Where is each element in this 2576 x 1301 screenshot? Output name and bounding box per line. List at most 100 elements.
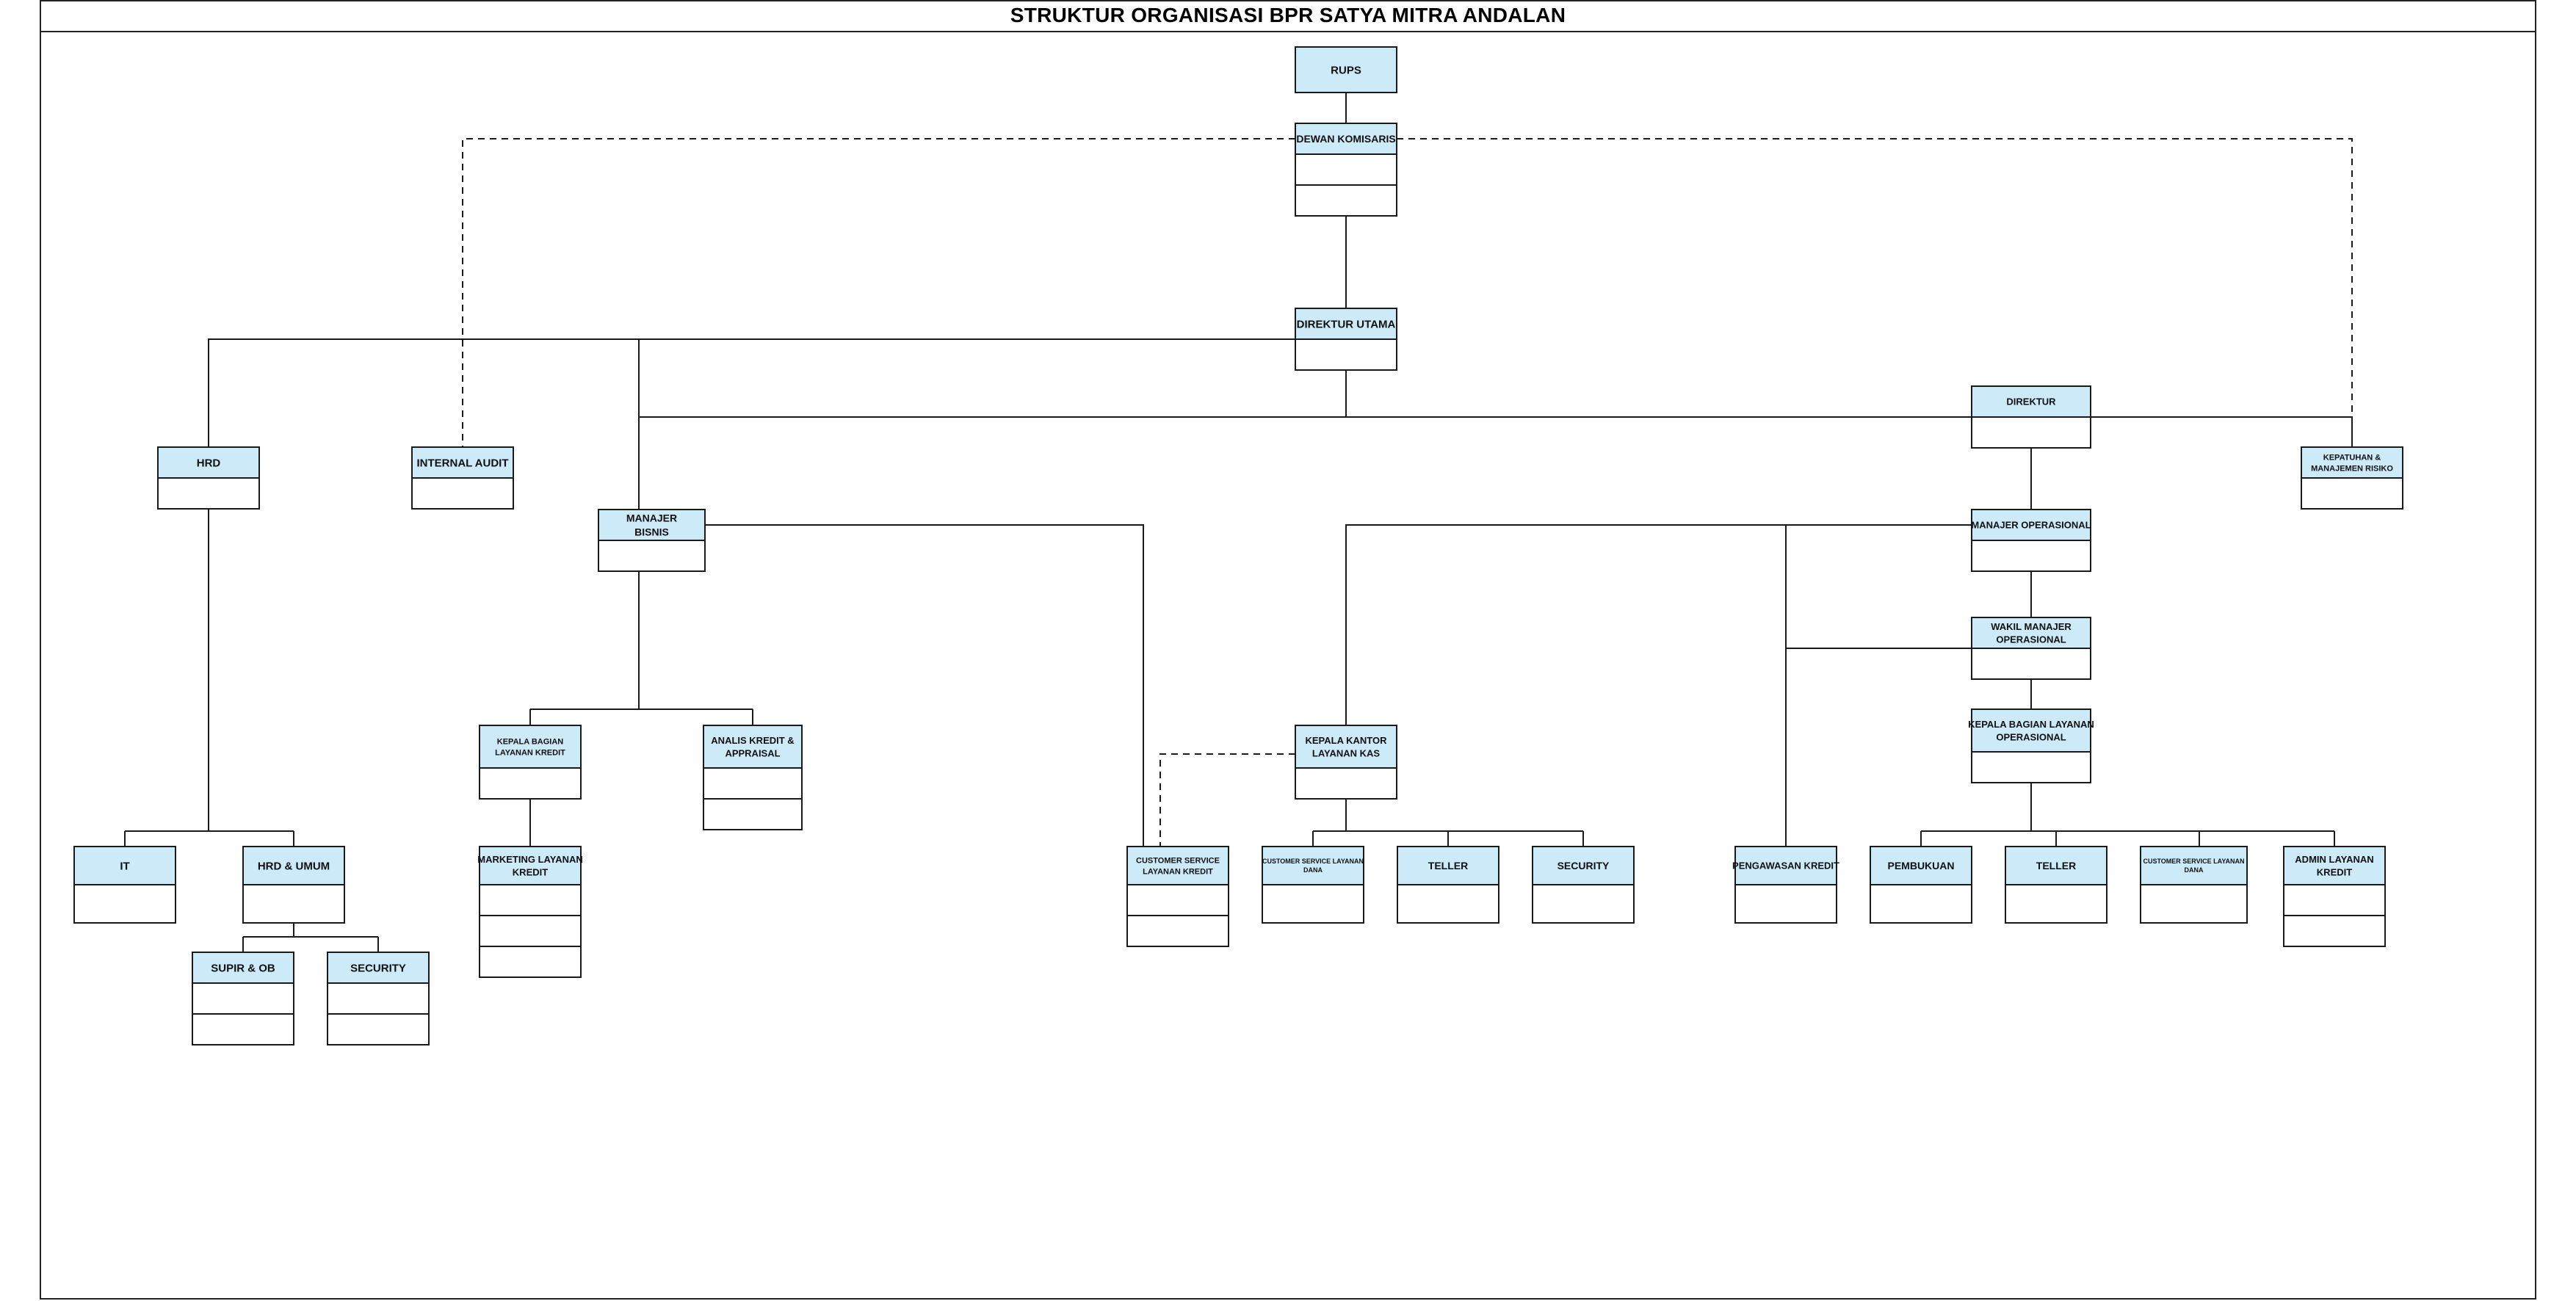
- box-title: CUSTOMER SERVICE LAYANAN: [1262, 858, 1364, 865]
- org-box-analis-kredit: ANALIS KREDIT &APPRAISAL: [703, 725, 803, 830]
- org-box-hrd: HRD: [157, 446, 260, 510]
- box-title: IT: [120, 860, 129, 872]
- box-header: [1971, 385, 2091, 418]
- box-row: [1532, 884, 1635, 924]
- box-header: [1971, 709, 2091, 753]
- box-header: [479, 725, 582, 769]
- org-box-direktur-utama: DIREKTUR UTAMA: [1295, 308, 1397, 371]
- box-title: MANAJEMEN RISIKO: [2311, 464, 2393, 473]
- box-row: [157, 477, 260, 510]
- box-header: [1295, 308, 1397, 340]
- box-title: DANA: [1303, 866, 1323, 874]
- org-box-wakil-manajer-operasional: WAKIL MANAJER OPERASIONAL: [1971, 617, 2091, 680]
- org-box-pembukuan: PEMBUKUAN: [1870, 846, 1972, 924]
- box-title: KEPALA BAGIAN: [497, 737, 564, 746]
- box-title: SECURITY: [350, 962, 406, 974]
- box-row: [703, 798, 803, 830]
- box-header: [411, 446, 514, 479]
- org-box-direktur: DIREKTUR: [1971, 385, 2091, 449]
- box-header: [73, 846, 176, 885]
- box-title: OPERASIONAL: [1996, 731, 2066, 742]
- connector-line: [705, 524, 1144, 847]
- box-header: [1295, 725, 1397, 769]
- box-row: [192, 982, 294, 1015]
- box-row: [1295, 338, 1397, 371]
- connector-line: [2091, 416, 2353, 447]
- box-title: KEPATUHAN &: [2323, 453, 2381, 462]
- box-title: PENGAWASAN KREDIT: [1732, 860, 1839, 871]
- org-box-hrd-umum: HRD & UMUM: [242, 846, 345, 924]
- box-row: [1971, 648, 2091, 680]
- box-row: [2140, 884, 2248, 924]
- box-row: [703, 767, 803, 800]
- box-title: SECURITY: [1557, 860, 1610, 871]
- box-title: KEPALA BAGIAN LAYANAN: [1968, 719, 2094, 730]
- box-title: KEPALA KANTOR: [1306, 735, 1388, 746]
- box-title: CUSTOMER SERVICE: [1136, 856, 1220, 865]
- box-header: [1295, 46, 1397, 93]
- box-header: [192, 952, 294, 984]
- box-row: [327, 982, 430, 1015]
- box-title: INTERNAL AUDIT: [417, 457, 509, 469]
- org-box-pengawasan-kredit: PENGAWASAN KREDIT: [1732, 846, 1839, 924]
- box-title: LAYANAN KAS: [1312, 747, 1381, 758]
- box-header: [1126, 846, 1229, 885]
- box-row: [1126, 884, 1229, 916]
- org-box-it: IT: [73, 846, 176, 924]
- box-row: [479, 884, 582, 916]
- dashed-connector: [1159, 753, 1295, 847]
- box-row: [1870, 884, 1972, 924]
- box-title: OPERASIONAL: [1996, 634, 2066, 645]
- box-header: [1262, 846, 1364, 885]
- box-title: DANA: [2185, 866, 2204, 874]
- box-header: [1870, 846, 1972, 885]
- box-title: SUPIR & OB: [211, 962, 275, 974]
- box-row: [598, 540, 706, 572]
- box-title: WAKIL MANAJER: [1991, 621, 2072, 632]
- box-row: [411, 477, 514, 510]
- org-box-security-kas: SECURITY: [1532, 846, 1635, 924]
- box-header: [2140, 846, 2248, 885]
- box-header: [242, 846, 345, 885]
- box-title: CUSTOMER SERVICE LAYANAN: [2143, 858, 2244, 865]
- box-row: [1971, 751, 2091, 783]
- org-box-teller-kas: TELLER: [1397, 846, 1499, 924]
- box-header: [703, 725, 803, 769]
- box-row: [1262, 884, 1364, 924]
- box-title: KREDIT: [2317, 866, 2352, 877]
- box-header: [1971, 509, 2091, 541]
- box-row: [73, 884, 176, 924]
- box-row: [2301, 477, 2403, 510]
- box-row: [1734, 884, 1837, 924]
- box-row: [2283, 915, 2386, 947]
- box-header: [157, 446, 260, 479]
- box-title: APPRAISAL: [725, 747, 780, 758]
- box-title: KREDIT: [513, 866, 548, 877]
- box-row: [2005, 884, 2108, 924]
- box-title: MANAJER OPERASIONAL: [1971, 520, 2091, 531]
- connector-line: [1345, 524, 1972, 725]
- box-title: TELLER: [2036, 860, 2076, 871]
- box-header: [2301, 446, 2403, 479]
- box-row: [1295, 767, 1397, 800]
- org-box-supir-ob: SUPIR & OB: [192, 952, 294, 1045]
- box-header: [2283, 846, 2386, 885]
- org-box-kepatuhan: KEPATUHAN & MANAJEMEN RISIKO: [2301, 446, 2403, 510]
- box-title: BISNIS: [634, 526, 669, 537]
- box-title: RUPS: [1331, 64, 1361, 76]
- box-header: [2005, 846, 2108, 885]
- box-row: [2283, 884, 2386, 916]
- box-title: DIREKTUR: [2006, 396, 2056, 407]
- org-box-internal-audit: INTERNAL AUDIT: [411, 446, 514, 510]
- box-header: [598, 509, 706, 541]
- org-box-rups: RUPS: [1295, 46, 1397, 93]
- box-title: MARKETING LAYANAN: [477, 854, 583, 865]
